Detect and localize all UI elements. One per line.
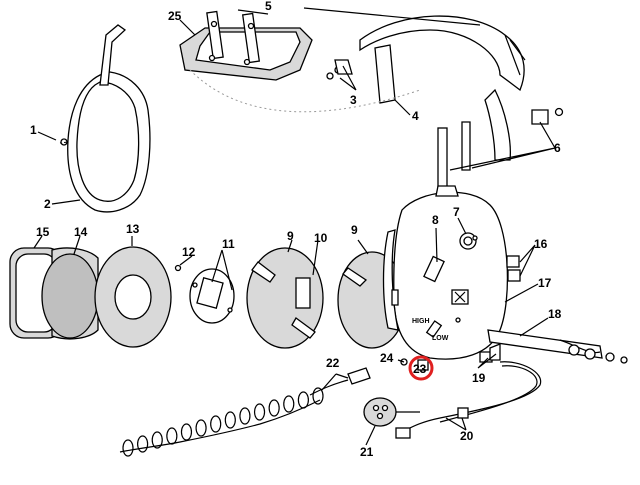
coil-loop <box>268 399 280 417</box>
coil-loop <box>224 411 236 429</box>
callout-7: 7 <box>453 205 460 219</box>
coil-loop <box>166 427 178 445</box>
highlight-ring <box>408 355 434 381</box>
callout-20: 20 <box>460 429 474 443</box>
coil-loop <box>297 391 309 409</box>
callout-12: 12 <box>182 245 196 259</box>
boom-arm <box>487 329 628 364</box>
ring-seal <box>94 246 172 348</box>
callout-13: 13 <box>126 222 140 236</box>
callout-2: 2 <box>44 197 51 211</box>
callouts: 25 5 3 4 6 1 2 8 7 16 17 18 15 14 13 12 … <box>30 0 562 459</box>
callout-23: 23 <box>413 362 427 376</box>
callout-17: 17 <box>538 276 552 290</box>
callout-8: 8 <box>432 213 439 227</box>
coil-loop <box>239 407 251 425</box>
coil-loop <box>312 387 324 405</box>
earcup-assembly <box>382 185 509 360</box>
callout-9a: 9 <box>287 229 294 243</box>
callout-18: 18 <box>548 307 562 321</box>
callout-22: 22 <box>326 356 340 370</box>
coil-loop <box>180 423 193 441</box>
cable-20 <box>395 361 542 439</box>
callout-1: 1 <box>30 123 37 137</box>
label-high: HIGH <box>412 318 430 325</box>
headband <box>359 15 526 161</box>
callout-24: 24 <box>380 351 394 365</box>
foam-disc-a <box>246 247 324 349</box>
callout-10: 10 <box>314 231 328 245</box>
callout-25: 25 <box>168 9 182 23</box>
coil-loop <box>210 415 222 433</box>
callout-21: 21 <box>360 445 374 459</box>
coil-loop <box>253 403 266 421</box>
coil-loops <box>122 387 324 457</box>
callout-4: 4 <box>412 109 419 123</box>
callout-9b: 9 <box>351 223 358 237</box>
speaker <box>174 264 235 324</box>
callout-11: 11 <box>222 237 235 251</box>
coil-loop <box>137 435 149 453</box>
coil-loop <box>122 439 134 457</box>
callout-14: 14 <box>74 225 88 239</box>
label-low: LOW <box>432 335 449 342</box>
coil-loop <box>151 431 163 449</box>
callout-19: 19 <box>472 371 486 385</box>
callout-15: 15 <box>36 225 50 239</box>
coiled-cord <box>119 367 371 453</box>
leader-lines <box>33 7 556 446</box>
cord-ends <box>400 358 429 371</box>
clips <box>506 255 521 282</box>
earcup-shell-left <box>60 24 151 213</box>
jack-connector <box>363 397 420 427</box>
coil-loop <box>195 419 207 437</box>
headband-pad <box>179 10 313 81</box>
callout-16: 16 <box>534 237 548 251</box>
coil-loop <box>283 395 295 413</box>
callout-3: 3 <box>350 93 357 107</box>
ear-foam <box>41 247 99 340</box>
callout-5: 5 <box>265 0 272 13</box>
callout-6: 6 <box>554 141 561 155</box>
